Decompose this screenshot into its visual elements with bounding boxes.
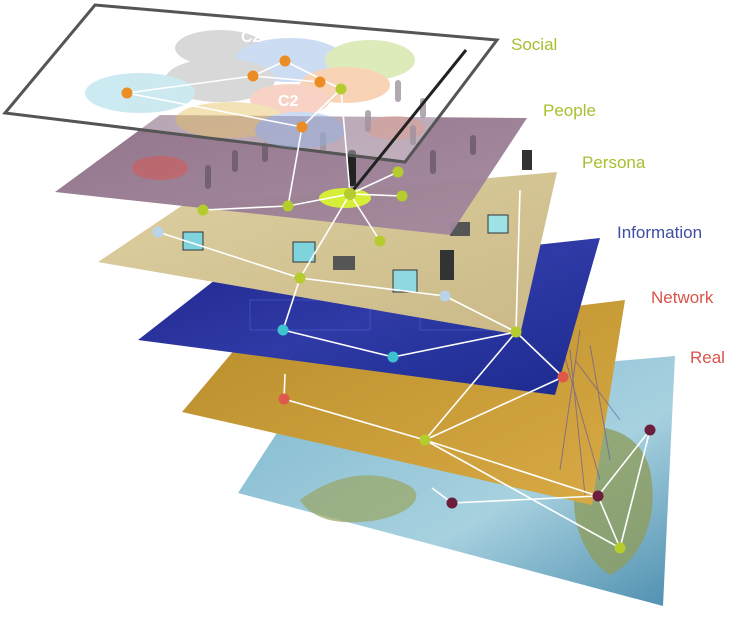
real-node bbox=[592, 490, 604, 502]
people-node bbox=[294, 272, 306, 284]
person-silhouettes bbox=[205, 80, 476, 189]
persona-node bbox=[152, 226, 164, 238]
layer-label-information: Information bbox=[617, 223, 703, 242]
people-node bbox=[510, 326, 522, 338]
layer-label-social: Social bbox=[511, 35, 558, 54]
network-edges bbox=[126, 60, 651, 549]
persona-nodes bbox=[152, 226, 451, 302]
people-node bbox=[282, 200, 294, 212]
social-node bbox=[247, 70, 259, 82]
network-node bbox=[557, 371, 569, 383]
community-label: C2 bbox=[278, 93, 299, 110]
persona-link-line bbox=[348, 49, 468, 195]
information-node bbox=[387, 351, 399, 363]
people-node bbox=[374, 235, 386, 247]
central-person bbox=[348, 150, 356, 186]
network-node bbox=[278, 393, 290, 405]
people-node bbox=[392, 166, 404, 178]
people-node bbox=[344, 188, 356, 200]
social-plane bbox=[2, 3, 500, 164]
people-node bbox=[396, 190, 408, 202]
social-nodes bbox=[121, 55, 326, 133]
layer-label-people: People bbox=[543, 101, 596, 120]
community-label-top: C2 bbox=[241, 29, 262, 46]
layer-label-persona: Persona bbox=[582, 153, 646, 172]
real-node bbox=[446, 497, 458, 509]
information-nodes bbox=[277, 324, 399, 363]
persona-node bbox=[439, 290, 451, 302]
network-nodes bbox=[278, 371, 569, 405]
people-node bbox=[614, 542, 626, 554]
real-node bbox=[644, 424, 656, 436]
people-nodes bbox=[197, 83, 626, 554]
social-layer: C2 C2 bbox=[2, 3, 500, 164]
people-node bbox=[197, 204, 209, 216]
real-nodes bbox=[446, 424, 656, 509]
layer-label-network: Network bbox=[651, 288, 714, 307]
layer-label-real: Real bbox=[690, 348, 725, 367]
community-blob bbox=[132, 156, 188, 180]
people-node bbox=[419, 434, 431, 446]
social-node bbox=[121, 87, 133, 99]
people-layer bbox=[55, 80, 527, 235]
device-icons bbox=[182, 150, 532, 293]
social-node bbox=[279, 55, 291, 67]
social-node bbox=[314, 76, 326, 88]
people-node bbox=[335, 83, 347, 95]
central-highlight bbox=[319, 188, 371, 208]
people-plane bbox=[55, 115, 527, 235]
network-traces bbox=[559, 329, 621, 496]
info-panel bbox=[249, 299, 371, 331]
land-mass bbox=[300, 475, 417, 523]
social-node bbox=[296, 121, 308, 133]
information-node bbox=[277, 324, 289, 336]
